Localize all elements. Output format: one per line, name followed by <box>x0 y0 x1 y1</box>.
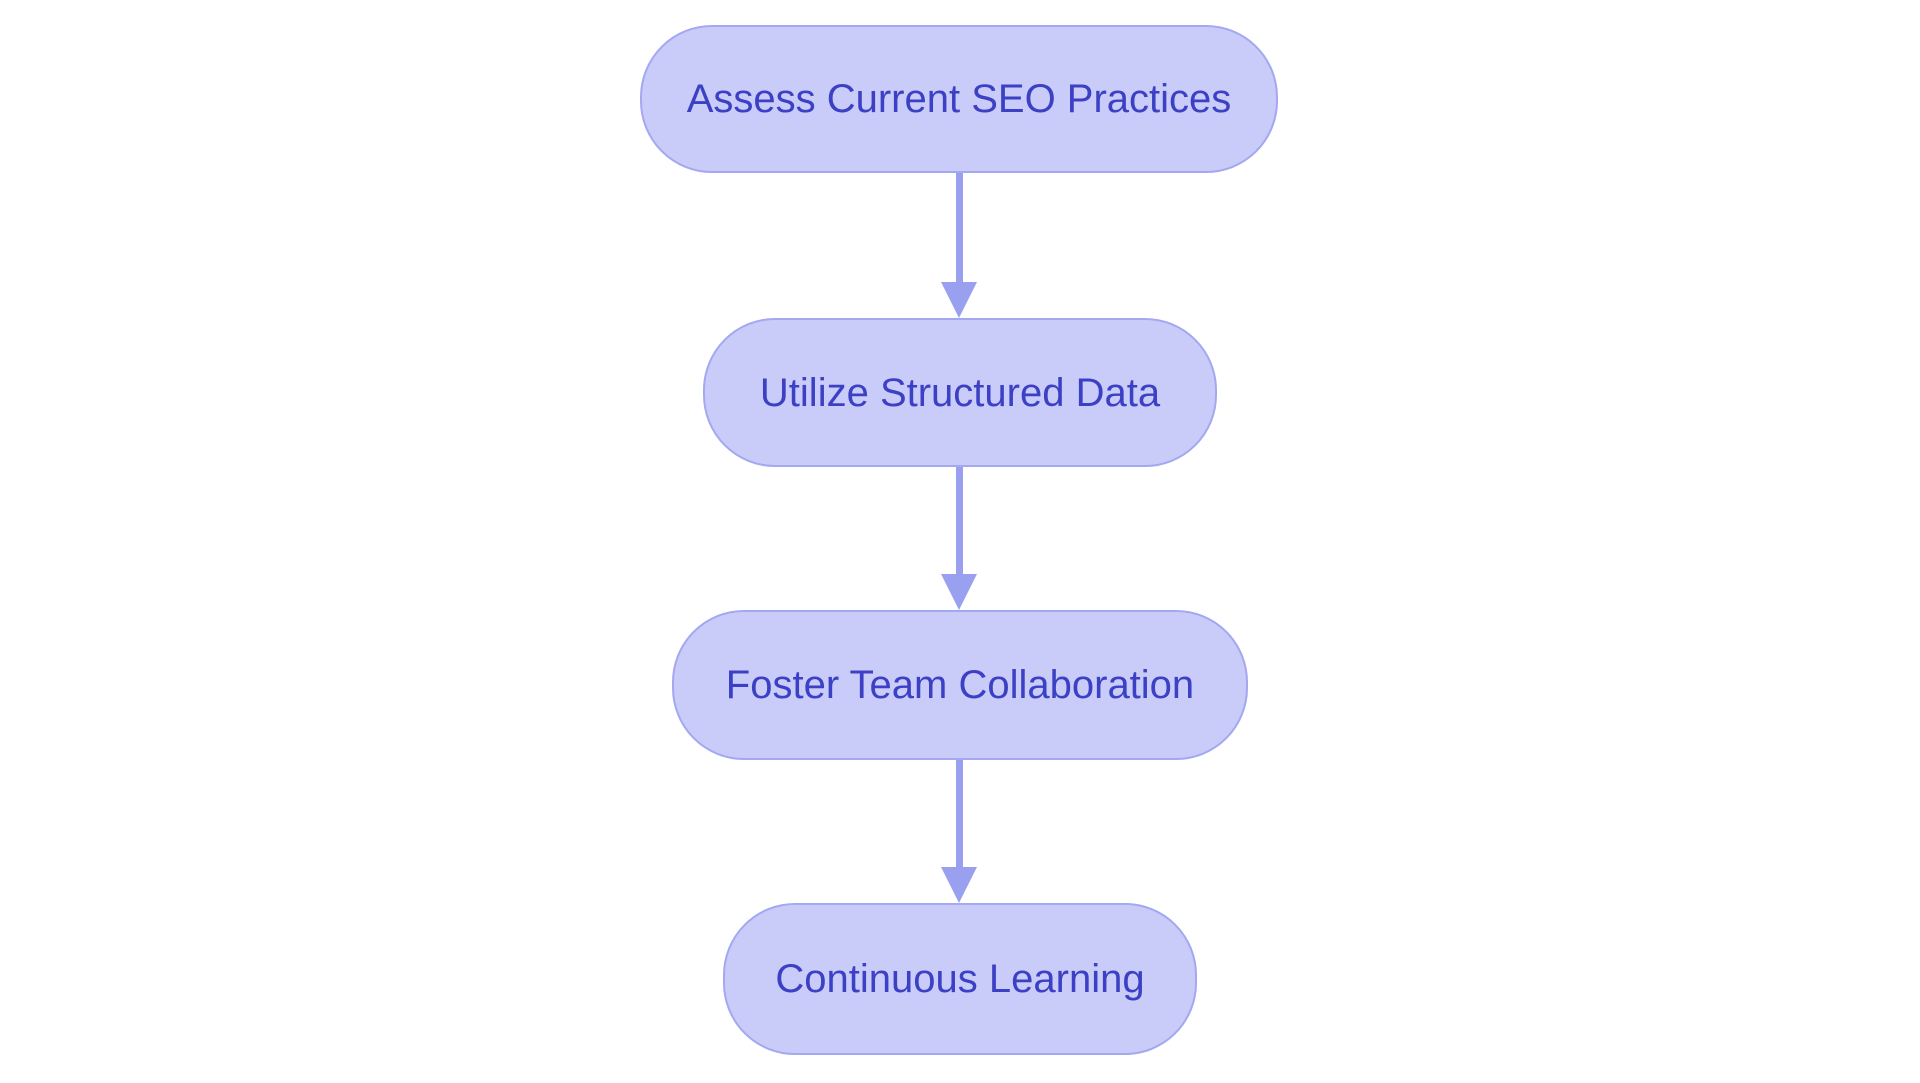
arrow-down-icon <box>941 574 977 610</box>
arrow-shaft <box>955 467 963 574</box>
arrow-down-icon <box>941 282 977 318</box>
flow-node-label: Utilize Structured Data <box>759 370 1161 415</box>
flow-arrow-3 <box>941 760 977 903</box>
flow-arrow-2 <box>941 467 977 610</box>
flow-node-assess-current-seo-practices: Assess Current SEO Practices <box>640 25 1278 173</box>
flow-node-foster-team-collaboration: Foster Team Collaboration <box>672 610 1248 760</box>
arrow-down-icon <box>941 867 977 903</box>
flow-node-utilize-structured-data: Utilize Structured Data <box>703 318 1217 467</box>
flow-node-label: Assess Current SEO Practices <box>686 77 1232 121</box>
flow-node-label: Foster Team Collaboration <box>725 663 1195 707</box>
flow-arrow-1 <box>941 173 977 318</box>
arrow-shaft <box>955 173 963 282</box>
flow-node-continuous-learning: Continuous Learning <box>723 903 1197 1055</box>
arrow-shaft <box>955 760 963 867</box>
flow-node-label: Continuous Learning <box>775 957 1145 1001</box>
